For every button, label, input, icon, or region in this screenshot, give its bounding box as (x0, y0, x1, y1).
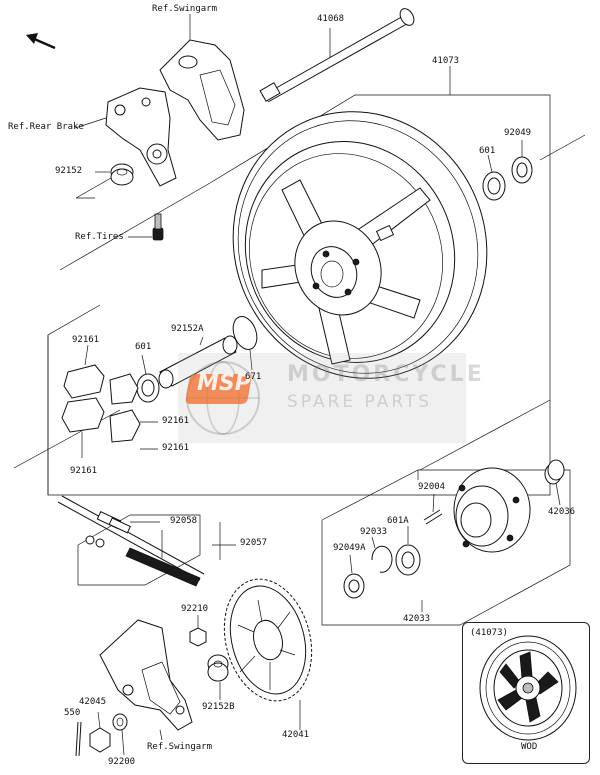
label-671: 671 (245, 372, 262, 382)
label-92210: 92210 (181, 604, 209, 614)
oil-seal-92049 (511, 140, 533, 184)
label-550: 550 (64, 708, 81, 718)
oil-seal-92049a (343, 554, 365, 599)
stud-92004 (423, 493, 443, 525)
label-601a: 601A (387, 516, 409, 526)
label-92152b: 92152B (202, 702, 235, 712)
label-92161-d: 92161 (70, 466, 98, 476)
label-92152a: 92152A (171, 324, 204, 334)
globe-logo-icon (185, 361, 260, 435)
washer-92200 (112, 713, 128, 756)
damper-92161-group (61, 344, 158, 458)
cotter-pin-550 (75, 721, 82, 757)
label-42045: 42045 (79, 697, 107, 707)
label-42036: 42036 (548, 507, 576, 517)
label-92200: 92200 (108, 757, 136, 767)
tire-valve (128, 213, 164, 241)
circlip-92033 (371, 536, 393, 573)
label-92161-a: 92161 (72, 335, 100, 345)
rear-brake-bracket (105, 87, 177, 187)
label-41073: 41073 (432, 56, 460, 66)
label-92152: 92152 (55, 166, 83, 176)
axle (259, 8, 415, 103)
nut-42045 (89, 711, 111, 753)
label-92161-c: 92161 (162, 443, 190, 453)
drive-chain (57, 495, 205, 587)
bearing-601-mid (136, 354, 160, 403)
bearing-601a (395, 526, 421, 576)
label-92033: 92033 (360, 527, 388, 537)
nut-92210 (189, 615, 207, 647)
bearing-601-top (482, 154, 506, 201)
label-601-mid: 601 (135, 342, 152, 352)
collar-92152 (95, 163, 134, 186)
detail-code: WOD (521, 742, 538, 752)
detail-wheel (479, 635, 577, 741)
collar-92152a (158, 335, 238, 389)
collar-92152b (207, 654, 229, 700)
front-arrow-icon (26, 33, 56, 50)
swingarm-bracket-bottom (99, 619, 193, 741)
label-ref-swingarm-bottom: Ref.Swingarm (147, 742, 213, 752)
swingarm-bracket-top (159, 14, 245, 141)
label-92057: 92057 (240, 538, 268, 548)
label-92058: 92058 (170, 516, 198, 526)
detail-title: (41073) (470, 628, 508, 638)
label-601-top: 601 (479, 146, 496, 156)
watermark-logo-text: MSP (197, 371, 251, 396)
rear-wheel (232, 111, 488, 379)
label-ref-swingarm-top: Ref.Swingarm (152, 4, 218, 14)
watermark-subtitle: SPARE PARTS (287, 392, 433, 412)
rear-sprocket (223, 578, 313, 730)
leader-lines (74, 66, 451, 560)
detail-inset (462, 622, 590, 764)
collar-42036 (544, 459, 565, 506)
o-ring-671 (232, 316, 258, 371)
label-ref-rear-brake: Ref.Rear Brake (8, 122, 84, 132)
label-92004: 92004 (418, 482, 446, 492)
frame-lines (13, 94, 586, 626)
label-92161-b: 92161 (162, 416, 190, 426)
coupling-42033 (421, 467, 531, 612)
label-92049: 92049 (504, 128, 532, 138)
label-41068: 41068 (317, 14, 345, 24)
label-92049a: 92049A (333, 543, 366, 553)
label-ref-tires: Ref.Tires (75, 232, 124, 242)
label-42041: 42041 (282, 730, 310, 740)
label-42033: 42033 (403, 614, 431, 624)
watermark-title: MOTORCYCLE (287, 362, 485, 387)
